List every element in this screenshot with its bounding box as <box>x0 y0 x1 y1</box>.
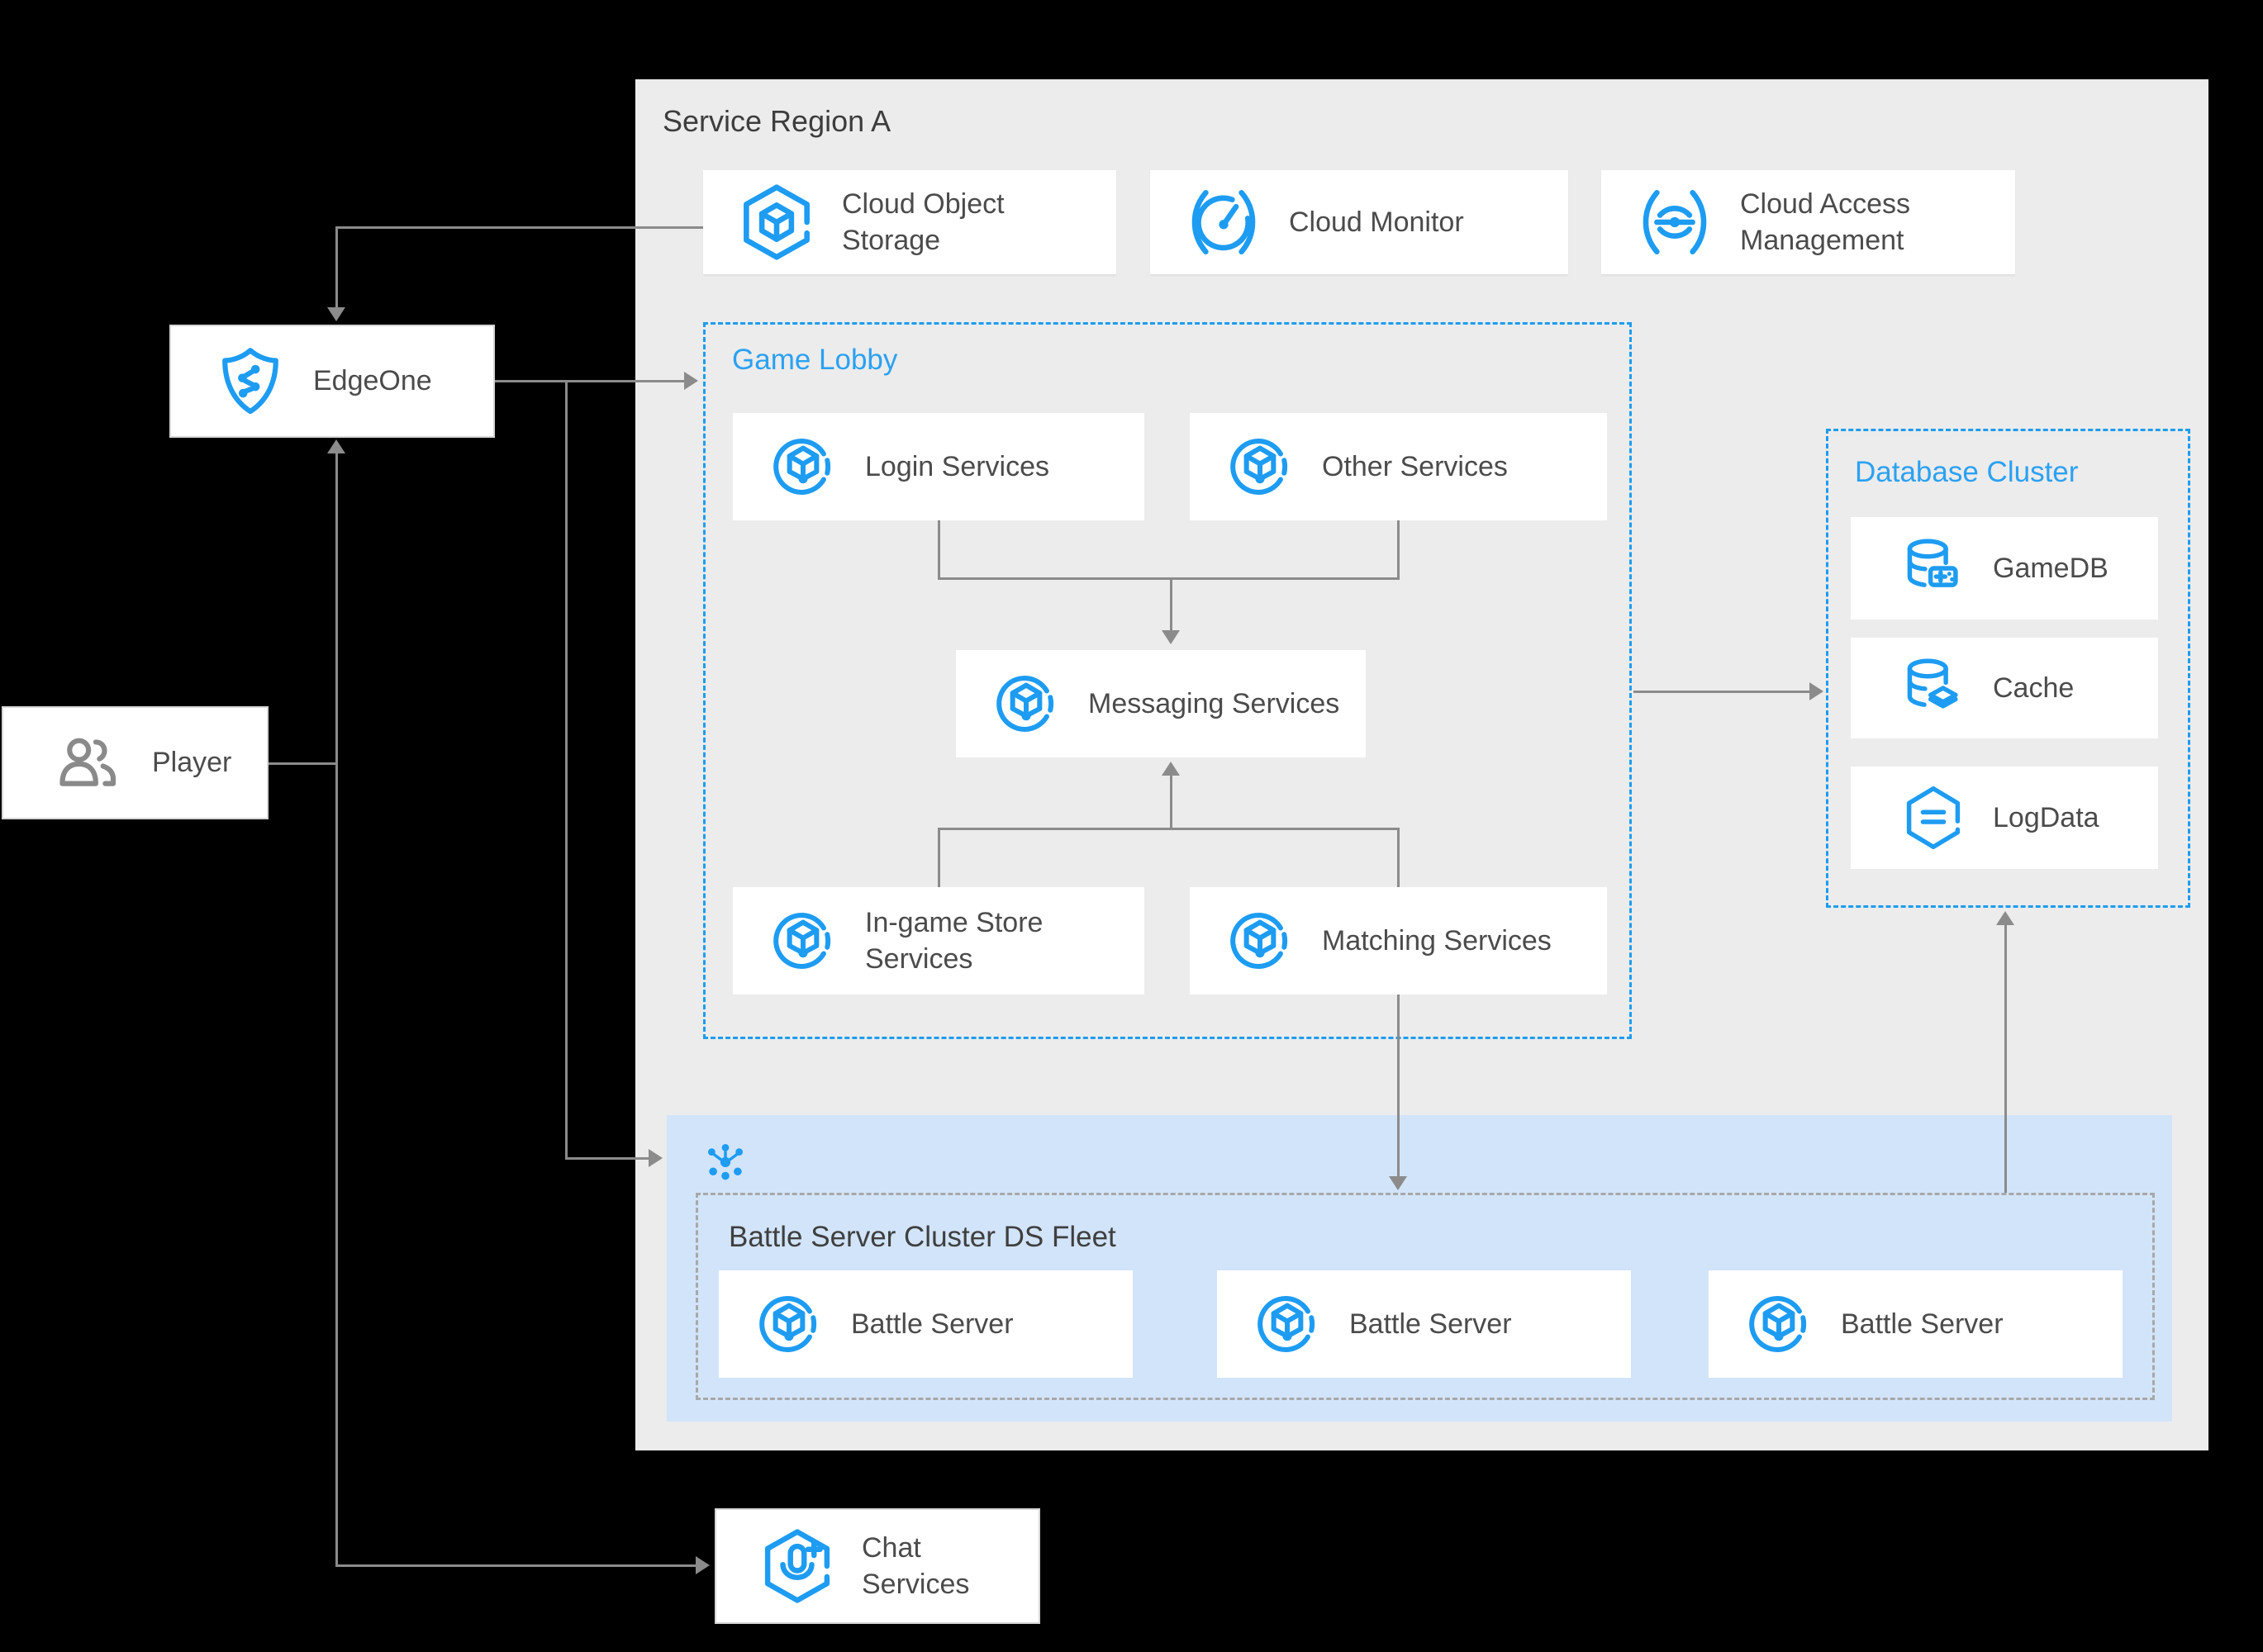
line-cos-to-edgeone-h <box>335 226 703 229</box>
line-edgeone-right-h <box>495 380 685 382</box>
cache-node: Cache <box>1851 638 2158 738</box>
arrow-into-edgeone-bottom <box>327 439 345 453</box>
node-label: Battle Server <box>1349 1308 1512 1340</box>
cloud-access-management-node: Cloud Access Management <box>1601 170 2015 274</box>
logdata-node: LogData <box>1851 767 2158 869</box>
node-label: Login Services <box>865 450 1050 482</box>
service-icon <box>1252 1289 1323 1360</box>
node-label: EdgeOne <box>313 365 432 397</box>
service-icon <box>991 668 1062 739</box>
chat-services-icon <box>759 1528 835 1604</box>
arrow-into-db-cluster-bottom <box>1996 911 2014 925</box>
service-icon <box>1224 905 1296 976</box>
chat-services-node: Chat Services <box>715 1508 1040 1624</box>
ds-fleet-title: Battle Server Cluster DS Fleet <box>729 1221 1116 1253</box>
line-matching-to-fleet-v <box>1397 995 1400 1181</box>
game-lobby-dashed-box <box>703 322 1632 1039</box>
edgeone-shield-icon <box>214 345 287 418</box>
arrow-into-messaging-top <box>1162 630 1180 644</box>
messaging-services-node: Messaging Services <box>956 650 1366 757</box>
service-icon <box>1743 1289 1814 1360</box>
cloud-monitor-icon <box>1185 183 1262 261</box>
service-icon <box>768 431 839 502</box>
line-joiner-top-center-v <box>1170 577 1172 632</box>
node-label: Other Services <box>1322 450 1508 482</box>
line-fleet-to-db-v <box>2004 923 2007 1193</box>
database-gamepad-icon <box>1899 534 1968 603</box>
line-to-chat-h <box>335 1564 696 1567</box>
node-label: Cloud Monitor <box>1289 206 1464 238</box>
edgeone-node: EdgeOne <box>169 325 495 438</box>
cam-icon <box>1636 183 1714 261</box>
battle-server-node: Battle Server <box>719 1270 1133 1378</box>
arrow-into-fleet-top <box>1389 1176 1407 1190</box>
line-edgeone-branch-h <box>565 1157 649 1160</box>
battle-server-node: Battle Server <box>1217 1270 1631 1378</box>
line-other-down-v <box>1397 520 1400 580</box>
player-node: Player <box>2 706 269 819</box>
cluster-nodes-icon <box>702 1138 749 1184</box>
service-icon <box>768 905 839 976</box>
line-lobby-to-db-h <box>1633 691 1812 693</box>
cos-icon <box>738 183 815 261</box>
arrow-into-db-cluster <box>1809 682 1823 700</box>
database-cluster-title: Database Cluster <box>1855 456 2079 488</box>
line-store-up-v <box>938 828 940 887</box>
cloud-object-storage-node: Cloud Object Storage <box>703 170 1116 274</box>
line-joiner-bottom-center-v <box>1170 775 1172 829</box>
arrow-into-game-lobby <box>684 372 698 390</box>
line-joiner-top-h <box>938 577 1400 580</box>
arrow-into-edgeone-top <box>327 307 345 321</box>
node-label: LogData <box>1993 801 2099 833</box>
service-icon <box>754 1289 825 1360</box>
matching-services-node: Matching Services <box>1190 887 1607 995</box>
database-layers-icon <box>1899 653 1968 723</box>
ingame-store-services-node: In-game Store Services <box>733 887 1144 995</box>
ds-fleet-dashed-box <box>696 1193 2155 1400</box>
other-services-node: Other Services <box>1190 413 1607 520</box>
node-label: Battle Server <box>851 1308 1014 1340</box>
battle-server-node: Battle Server <box>1709 1270 2123 1378</box>
service-region-title: Service Region A <box>663 104 891 138</box>
line-matching-up-v <box>1397 828 1400 887</box>
game-lobby-title: Game Lobby <box>732 344 898 376</box>
hexagon-log-icon <box>1899 783 1968 852</box>
arrow-into-messaging-bottom <box>1162 762 1180 776</box>
service-icon <box>1224 431 1296 502</box>
node-label: Matching Services <box>1322 924 1552 957</box>
arrow-into-battle-panel <box>649 1149 663 1167</box>
node-label: Cloud Object Storage <box>842 188 1005 256</box>
node-label: Battle Server <box>1841 1308 2004 1340</box>
node-label: Player <box>152 747 232 779</box>
line-player-trunk-v <box>335 450 338 1567</box>
login-services-node: Login Services <box>733 413 1144 520</box>
line-player-h <box>269 762 336 765</box>
line-joiner-bottom-h <box>938 828 1400 830</box>
line-login-down-v <box>938 520 940 580</box>
gamedb-node: GameDB <box>1851 517 2158 620</box>
node-label: In-game Store Services <box>865 906 1044 975</box>
line-edgeone-branch-v <box>565 380 568 1160</box>
arrow-into-chat <box>696 1556 710 1574</box>
node-label: Chat Services <box>862 1531 970 1600</box>
node-label: Cloud Access Management <box>1740 188 1910 256</box>
player-users-icon <box>53 727 126 800</box>
cloud-monitor-node: Cloud Monitor <box>1150 170 1568 274</box>
database-cluster-dashed-box <box>1826 429 2190 908</box>
node-label: Messaging Services <box>1088 687 1340 719</box>
node-label: Cache <box>1993 672 2075 704</box>
node-label: GameDB <box>1993 552 2108 584</box>
line-cos-to-edgeone-v <box>335 226 338 309</box>
